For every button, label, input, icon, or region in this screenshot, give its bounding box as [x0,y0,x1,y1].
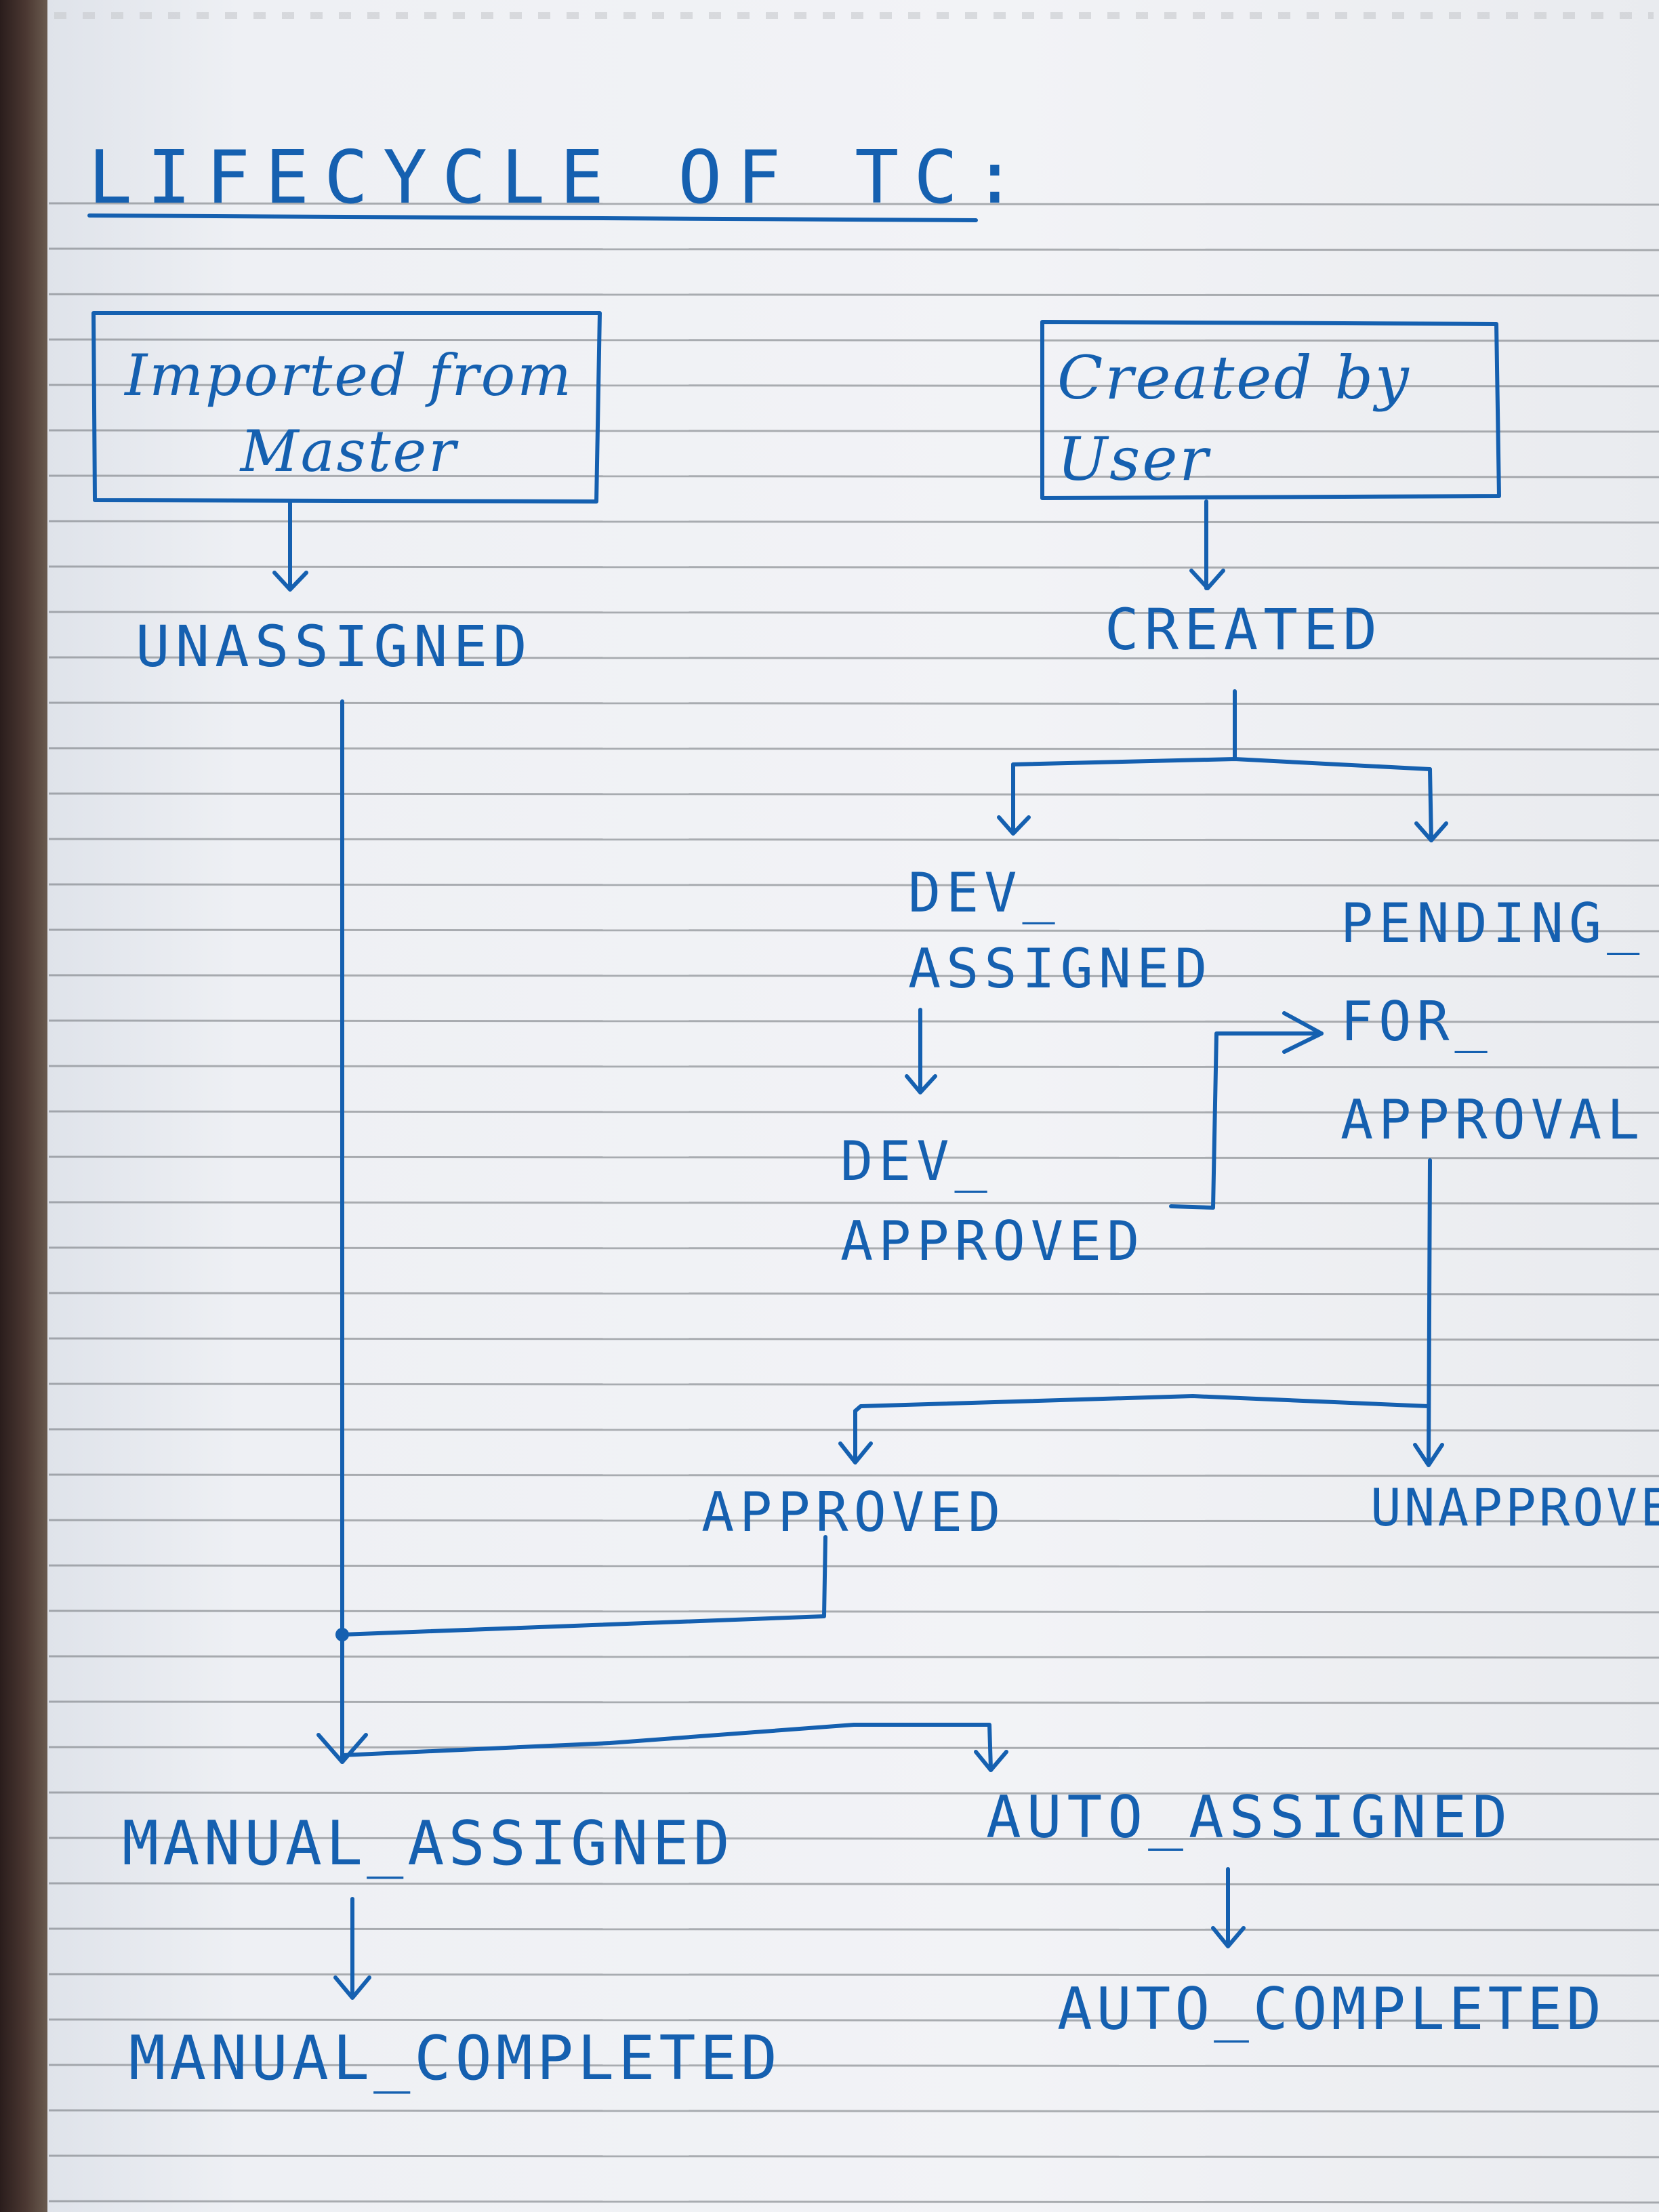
ruled-line [48,1246,1659,1250]
ruled-line [48,247,1659,251]
ruled-line [48,1655,1659,1659]
ruled-line [48,1610,1659,1614]
arrowhead [974,1750,1008,1772]
ruled-line [48,701,1659,705]
ruled-line [48,2018,1659,2022]
node-pending-for-approval: PENDING_ FOR_ APPROVAL [1340,892,1645,1151]
arrowhead [1189,569,1225,590]
ruled-line [48,1882,1659,1886]
imported-from-master-box [91,311,602,504]
ruled-line [48,1519,1659,1523]
notepad-page [47,0,1659,2212]
ruled-line [48,2154,1659,2158]
ruled-line [48,1382,1659,1387]
ruled-line [48,1837,1659,1841]
line-created-fork [1011,757,1432,771]
arrowhead [1211,1926,1246,1948]
ruled-line [48,384,1659,388]
arrowhead [905,1074,937,1094]
ruled-line [48,656,1659,660]
ruled-line [48,1927,1659,1931]
ruled-line [48,747,1659,751]
line-to-auto-assigned [340,1723,993,1771]
ruled-line [48,1292,1659,1296]
ruled-line [48,293,1659,297]
node-approved: APPROVED [701,1481,1006,1544]
ruled-line [48,1564,1659,1568]
node-imported-from-master: Imported from Master [125,342,573,485]
line-pending-down [1427,1158,1432,1466]
ruled-line [48,2200,1659,2204]
ruled-line [48,974,1659,978]
ruled-lines [48,202,1659,2204]
page-perforation [54,12,1654,19]
node-dev-approved: DEV_ APPROVED [840,1130,1145,1273]
arrowhead [272,571,308,592]
ruled-line [48,338,1659,342]
ruled-line [48,1201,1659,1205]
table-edge [0,0,47,2212]
arrowhead [333,1975,371,2000]
arrowhead [1282,1011,1324,1054]
node-created: CREATED [1105,596,1383,663]
ruled-line [48,202,1659,206]
ruled-line [48,883,1659,887]
node-manual-completed: MANUAL_COMPLETED [129,2023,781,2094]
ruled-line [48,1700,1659,1704]
arrow-to-pending [1428,767,1433,842]
ruled-line [48,792,1659,796]
node-manual-assigned: MANUAL_ASSIGNED [122,1808,734,1879]
node-auto-completed: AUTO_COMPLETED [1057,1975,1605,2043]
ruled-line [48,2064,1659,2068]
node-created-by-user: Created by User [1057,343,1411,494]
ruled-line [48,1473,1659,1477]
ruled-line [48,565,1659,569]
diagram-title: LIFECYCLE OF TC: [88,136,1032,220]
ruled-line [48,928,1659,933]
ruled-line [48,1973,1659,1977]
join-dot [335,1628,349,1641]
line-approved-to-join [340,1535,827,1637]
ruled-line [48,1337,1659,1341]
node-dev-assigned: DEV_ ASSIGNED [908,861,1213,1000]
line-pending-fork [853,1394,1431,1413]
arrowhead [316,1733,368,1764]
ruled-line [48,520,1659,524]
node-unassigned: UNASSIGNED [136,613,533,680]
arrow-dev-approved-to-pending [1169,1031,1324,1210]
ruled-line [48,1746,1659,1750]
ruled-line [48,1110,1659,1114]
arrowhead [838,1441,873,1465]
ruled-line [48,1019,1659,1023]
arrowhead [1413,1443,1444,1467]
arrowhead [997,815,1031,836]
node-auto-assigned: AUTO_ASSIGNED [986,1784,1513,1851]
ruled-line [48,429,1659,433]
ruled-line [48,838,1659,842]
ruled-line [48,474,1659,478]
ruled-line [48,1065,1659,1069]
connectors [87,213,1501,2000]
title-underline [87,213,978,222]
node-unapproved: UNAPPROVE [1370,1477,1659,1538]
ruled-line [48,1791,1659,1795]
ruled-line [48,1155,1659,1160]
arrowhead [1414,821,1448,842]
created-by-user-box [1040,320,1501,500]
ruled-line [48,2109,1659,2113]
ruled-line [48,611,1659,615]
